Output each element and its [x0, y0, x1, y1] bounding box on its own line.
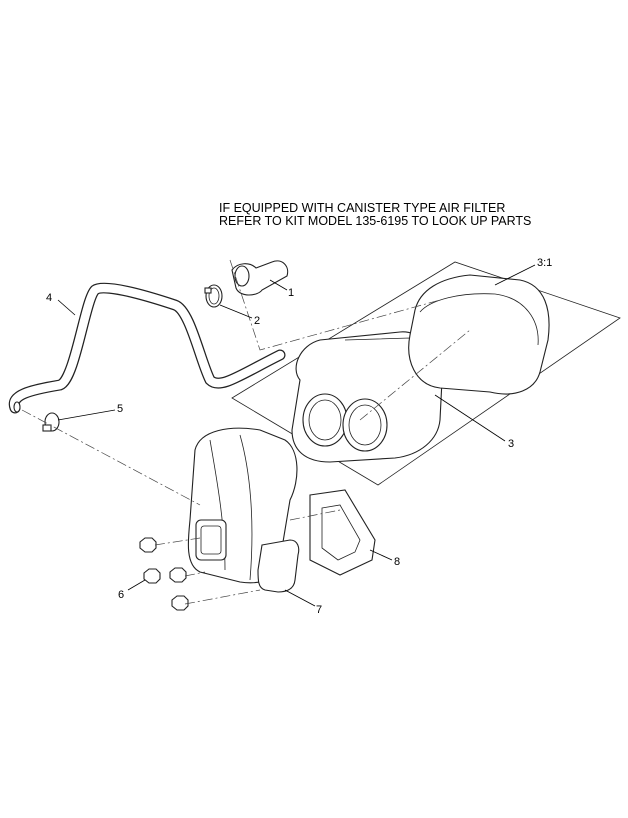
callout-2: 2 — [254, 315, 260, 327]
callout-4: 4 — [46, 292, 52, 304]
callout-3-1: 3:1 — [537, 257, 552, 269]
callout-7: 7 — [316, 604, 322, 616]
callout-5: 5 — [117, 403, 123, 415]
kit-note-line2: REFER TO KIT MODEL 135-6195 TO LOOK UP P… — [219, 214, 532, 228]
leader-lines — [57, 264, 536, 607]
kit-note: IF EQUIPPED WITH CANISTER TYPE AIR FILTE… — [219, 202, 531, 228]
kit-note-line1: IF EQUIPPED WITH CANISTER TYPE AIR FILTE… — [219, 201, 506, 215]
callout-6: 6 — [118, 589, 124, 601]
hose-part-4 — [8, 282, 286, 414]
clamp-part-2 — [204, 284, 223, 308]
callout-1: 1 — [288, 287, 294, 299]
air-filter-part-3 — [291, 331, 443, 463]
clamp-part-5 — [42, 412, 60, 432]
callout-8: 8 — [394, 556, 400, 568]
nuts-part-6 — [139, 537, 189, 611]
air-intake-housing-part-7 — [187, 427, 300, 593]
inner-filter-part-3-1 — [408, 274, 550, 395]
elbow-part-1 — [231, 260, 289, 296]
callout-3: 3 — [508, 438, 514, 450]
assembly-centerlines — [21, 259, 471, 605]
gasket-part-8 — [309, 489, 376, 576]
